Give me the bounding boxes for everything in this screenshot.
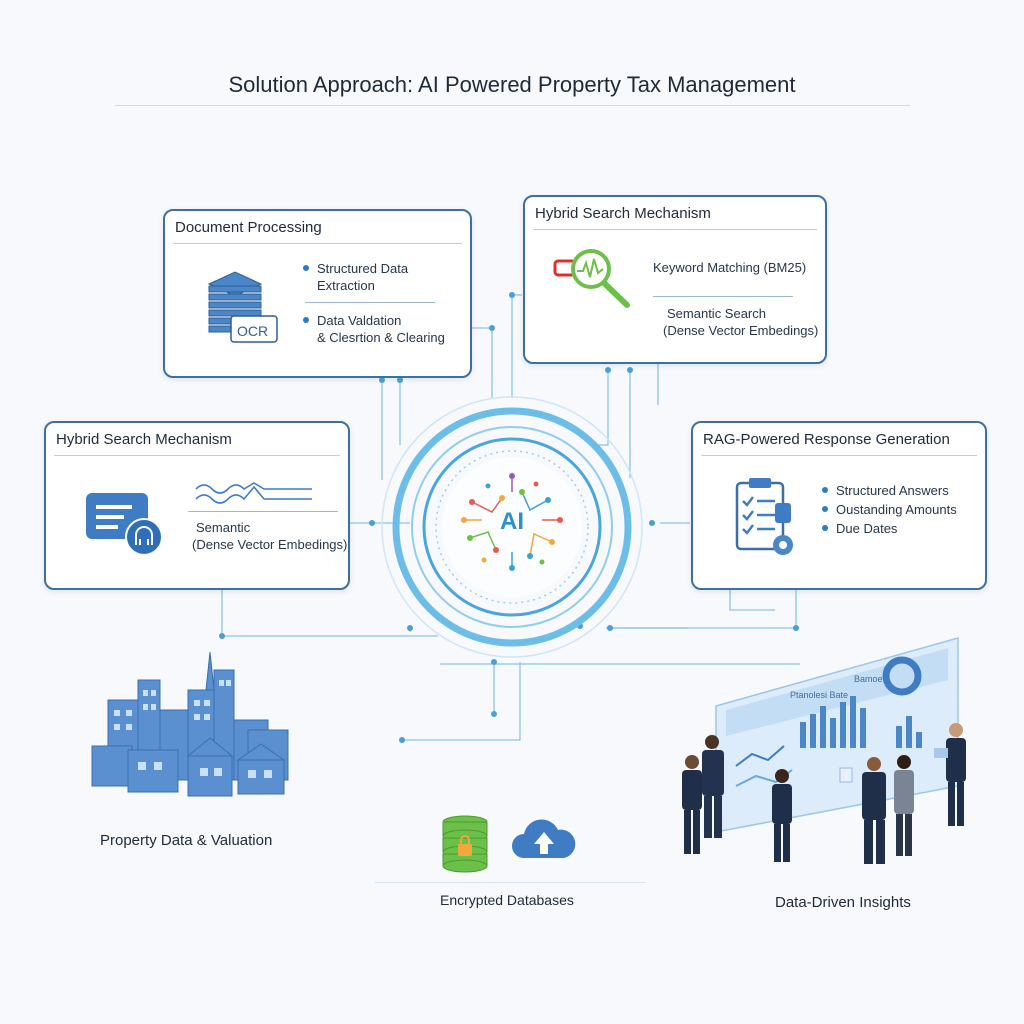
card-document-processing: Document Processing OCR Structured Data … — [163, 209, 472, 378]
bullet-dot — [303, 317, 309, 323]
bullet-dot — [822, 487, 828, 493]
semantic-search-label: Semantic Search — [667, 306, 766, 321]
ocr-document-stack-icon — [207, 271, 278, 343]
neural-circuit-icon — [461, 473, 563, 571]
card-divider — [701, 455, 977, 456]
vector-card-icon — [86, 493, 163, 556]
bullet-dot — [303, 265, 309, 271]
card-divider — [173, 243, 462, 244]
title-divider — [115, 105, 910, 106]
item-divider — [653, 296, 793, 297]
ocr-label: OCR — [237, 323, 269, 339]
page-title: Solution Approach: AI Powered Property T… — [228, 72, 796, 97]
item-divider — [305, 302, 435, 303]
signal-waves-icon — [195, 482, 312, 504]
list-item: Structured Data Extraction — [303, 260, 408, 294]
card-title: Hybrid Search Mechanism — [56, 431, 232, 448]
caption-property-data: Property Data & Valuation — [100, 832, 273, 849]
list-item: Data Valdation & Clesrtion & Clearing — [303, 312, 445, 346]
cloud-upload-icon — [512, 819, 576, 858]
dashboard-header-left: Ptanolesi Bate — [790, 690, 849, 700]
card-title: Document Processing — [175, 219, 322, 236]
semantic-search-detail: (Dense Vector Embedings) — [663, 323, 819, 338]
clipboard-checklist-icon — [735, 478, 793, 555]
bullet-dot — [822, 525, 828, 531]
card-divider — [533, 229, 817, 230]
secure-database-icon — [442, 815, 488, 873]
business-team-icon — [682, 723, 966, 864]
semantic-detail: (Dense Vector Embedings) — [192, 537, 348, 552]
list-item: Structured Answers — [822, 482, 949, 499]
list-item: Due Dates — [822, 520, 897, 537]
city-buildings-icon — [91, 651, 289, 797]
card-hybrid-search-top: Hybrid Search Mechanism Keyword Matching… — [523, 195, 827, 364]
card-rag-response-generation: RAG-Powered Response Generation Structur… — [691, 421, 987, 590]
caption-data-driven-insights: Data-Driven Insights — [775, 894, 911, 911]
caption-divider — [375, 882, 645, 883]
card-title: RAG-Powered Response Generation — [703, 431, 950, 448]
card-title: Hybrid Search Mechanism — [535, 205, 711, 222]
card-divider — [54, 455, 340, 456]
ai-hub-label: AI — [500, 508, 524, 535]
bullet-dot — [822, 506, 828, 512]
magnifier-search-icon — [553, 249, 630, 308]
dashboard-header-right: Bamoe — [854, 674, 883, 684]
semantic-label: Semantic — [196, 520, 251, 535]
item-divider — [188, 511, 338, 512]
caption-encrypted-databases: Encrypted Databases — [440, 892, 574, 908]
ai-hub-rings — [381, 396, 643, 658]
list-item: Oustanding Amounts — [822, 501, 957, 518]
card-hybrid-search-left: Hybrid Search Mechanism Semantic (Dense … — [44, 421, 350, 590]
keyword-matching-label: Keyword Matching (BM25) — [653, 260, 807, 275]
